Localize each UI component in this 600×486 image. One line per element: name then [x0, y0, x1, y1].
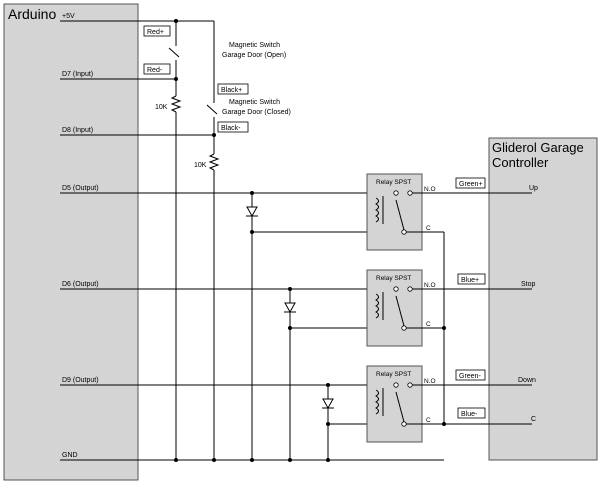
- relay-3-contact: [395, 391, 405, 423]
- controller-title-line1: Gliderol Garage: [492, 140, 584, 155]
- tag-green-plus: Green+: [459, 181, 483, 188]
- arduino-title: Arduino: [8, 6, 56, 22]
- terminal-up: Up: [529, 185, 538, 192]
- switch-closed-label-1: Magnetic Switch: [229, 99, 280, 106]
- relay-1-title: Relay SPST: [376, 179, 411, 186]
- pin-label-5v: +5V: [62, 13, 75, 20]
- pin-label-d5: D5 (Output): [62, 185, 99, 192]
- diode-3: [322, 398, 334, 410]
- relay-1-coil: [375, 197, 379, 223]
- switch-open-contact: [168, 47, 180, 58]
- tag-red-plus: Red+: [147, 29, 164, 36]
- relay-2-title: Relay SPST: [376, 275, 411, 282]
- terminal-down: Down: [518, 377, 536, 384]
- resistor-2: [208, 153, 220, 171]
- pin-label-d9: D9 (Output): [62, 377, 99, 384]
- tag-red-minus: Red-: [147, 67, 163, 74]
- relay-1-contact: [395, 199, 405, 231]
- relay-2-c-label: C: [426, 321, 431, 328]
- relay-1-no-label: N.O: [424, 186, 436, 193]
- tag-green-minus: Green-: [459, 373, 481, 380]
- relay-2-no-label: N.O: [424, 282, 436, 289]
- arduino-block: [3, 3, 139, 481]
- pin-label-d7: D7 (Input): [62, 71, 93, 78]
- tag-black-minus: Black-: [221, 125, 241, 132]
- switch-closed-contact: [206, 104, 218, 115]
- pin-label-d6: D6 (Output): [62, 281, 99, 288]
- relay-2-coil: [375, 293, 379, 319]
- switch-open-label-1: Magnetic Switch: [229, 42, 280, 49]
- relay-2: Relay SPST N.O C: [284, 269, 532, 462]
- relay-1-c-label: C: [426, 225, 431, 232]
- controller-title-line2: Controller: [492, 155, 549, 170]
- pin-label-gnd: GND: [62, 452, 78, 459]
- diode-2: [284, 302, 296, 314]
- controller-block: [488, 137, 598, 461]
- switch-open-label-2: Garage Door (Open): [222, 52, 286, 59]
- relay-3-coil: [375, 389, 379, 415]
- relay-3-c-label: C: [426, 417, 431, 424]
- relay-2-contact: [395, 295, 405, 327]
- relay-3-no-label: N.O: [424, 378, 436, 385]
- pin-label-d8: D8 (Input): [62, 127, 93, 134]
- terminal-stop: Stop: [521, 281, 536, 288]
- resistor-2-label: 10K: [194, 162, 207, 169]
- tag-black-plus: Black+: [221, 87, 242, 94]
- resistor-1: [170, 95, 182, 113]
- resistor-1-label: 10K: [155, 104, 168, 111]
- switch-closed-label-2: Garage Door (Closed): [222, 109, 291, 116]
- relay-1: Relay SPST N.O C: [246, 173, 532, 462]
- tag-blue-plus: Blue+: [461, 277, 479, 284]
- terminal-c: C: [531, 416, 536, 423]
- relay-3-title: Relay SPST: [376, 371, 411, 378]
- diode-1: [246, 206, 258, 218]
- tag-blue-minus: Blue-: [461, 411, 478, 418]
- relay-3: Relay SPST N.O C: [322, 365, 532, 462]
